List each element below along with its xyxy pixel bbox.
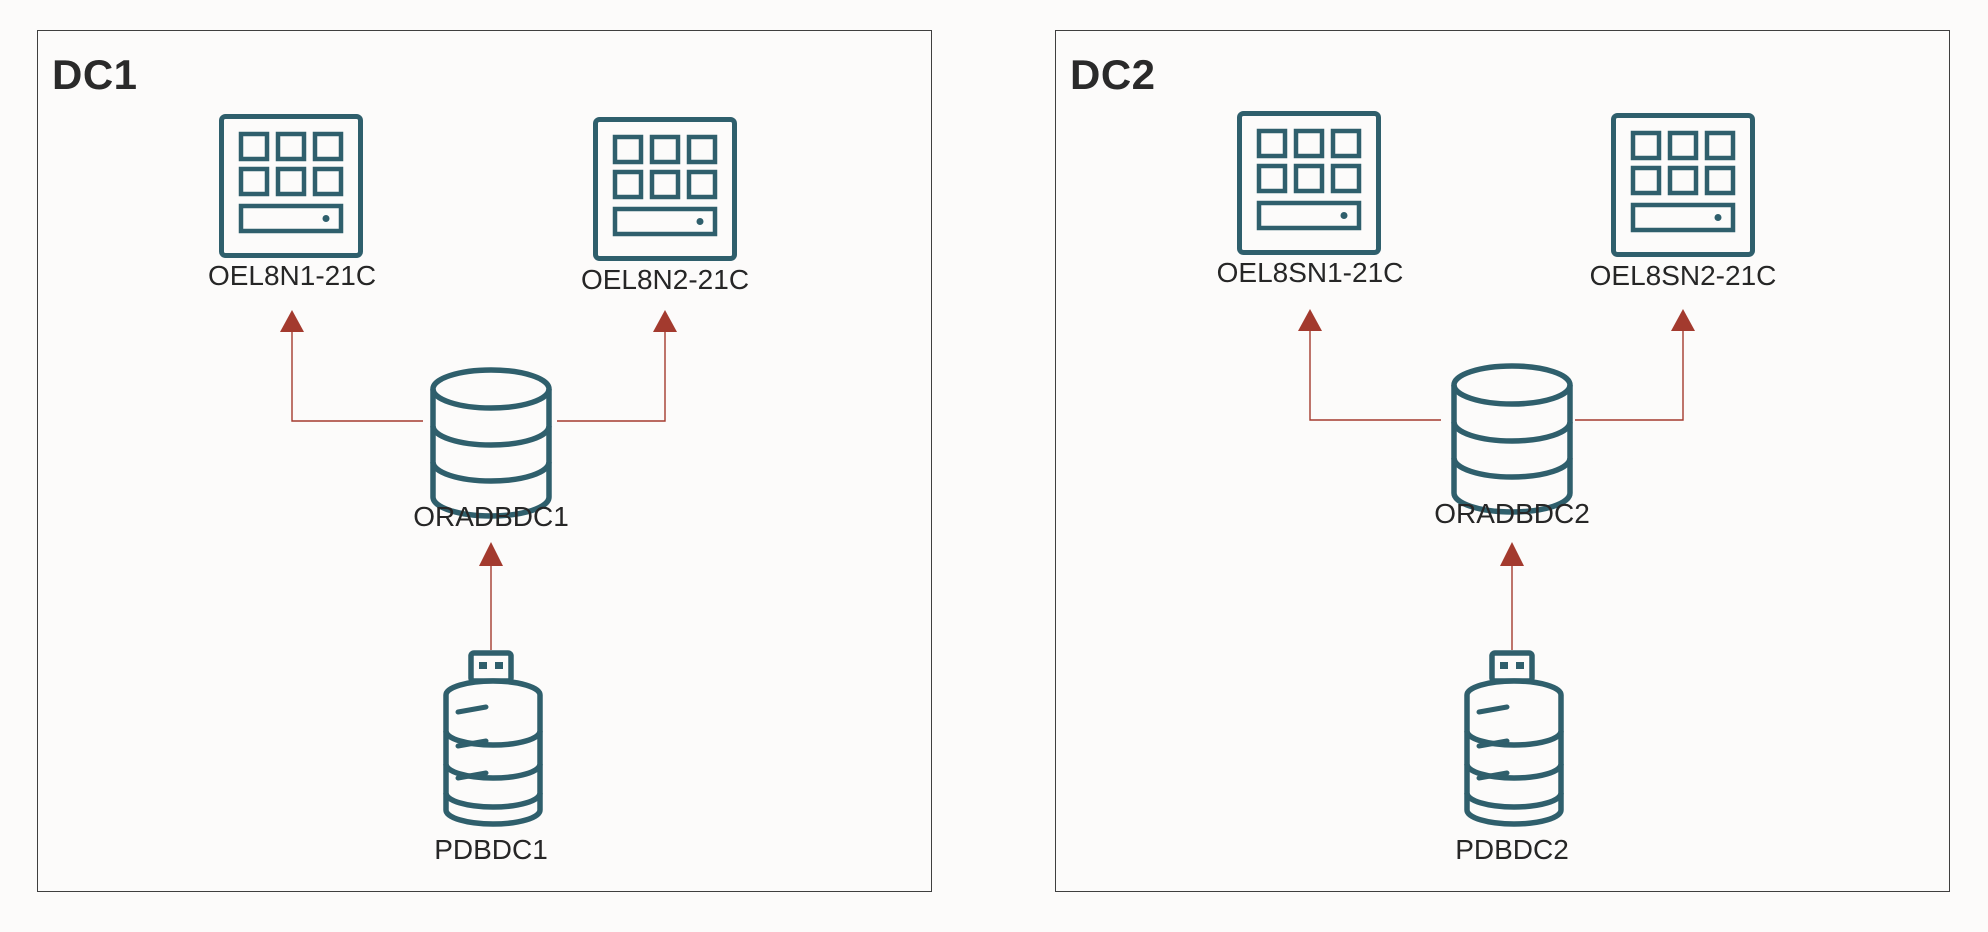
- pluggable-database-icon: [1464, 650, 1564, 827]
- server-label: OEL8SN1-21C: [1216, 257, 1404, 288]
- datacenter-title: DC2: [1070, 51, 1156, 98]
- datacenter-title: DC1: [52, 51, 138, 98]
- connector-lines: [280, 310, 677, 650]
- server-label: OEL8SN2-21C: [1589, 260, 1777, 291]
- arrow-db-to-server1: [291, 331, 423, 422]
- server-label: OEL8N2-21C: [580, 264, 750, 295]
- datacenter-dc2-panel: DC2 OEL8SN1-21C: [1055, 30, 1950, 892]
- arrowhead-server1: [280, 310, 304, 332]
- arrowhead-server1: [1298, 309, 1322, 331]
- arrowhead-db: [479, 542, 503, 566]
- database-label: ORADBDC2: [1434, 498, 1590, 529]
- database-icon: [1451, 363, 1573, 515]
- connector-lines: [1298, 309, 1695, 650]
- pdb-label: PDBDC2: [1455, 834, 1569, 865]
- datacenter-dc1-panel: DC1 OEL8N1-21C: [37, 30, 932, 892]
- arrow-db-to-server2: [557, 331, 666, 422]
- server-icon: [593, 117, 737, 261]
- arrowhead-server2: [1671, 309, 1695, 331]
- arrowhead-server2: [653, 310, 677, 332]
- database-label: ORADBDC1: [413, 501, 569, 532]
- pdb-label: PDBDC1: [434, 834, 548, 865]
- server-icon: [219, 114, 363, 258]
- arrowhead-db: [1500, 542, 1524, 566]
- server-icon: [1611, 113, 1755, 257]
- database-icon: [430, 367, 552, 519]
- arrow-db-to-server1: [1309, 331, 1441, 421]
- arrow-db-to-server2: [1575, 331, 1684, 421]
- server-icon: [1237, 111, 1381, 255]
- pluggable-database-icon: [443, 650, 543, 827]
- server-label: OEL8N1-21C: [207, 260, 377, 291]
